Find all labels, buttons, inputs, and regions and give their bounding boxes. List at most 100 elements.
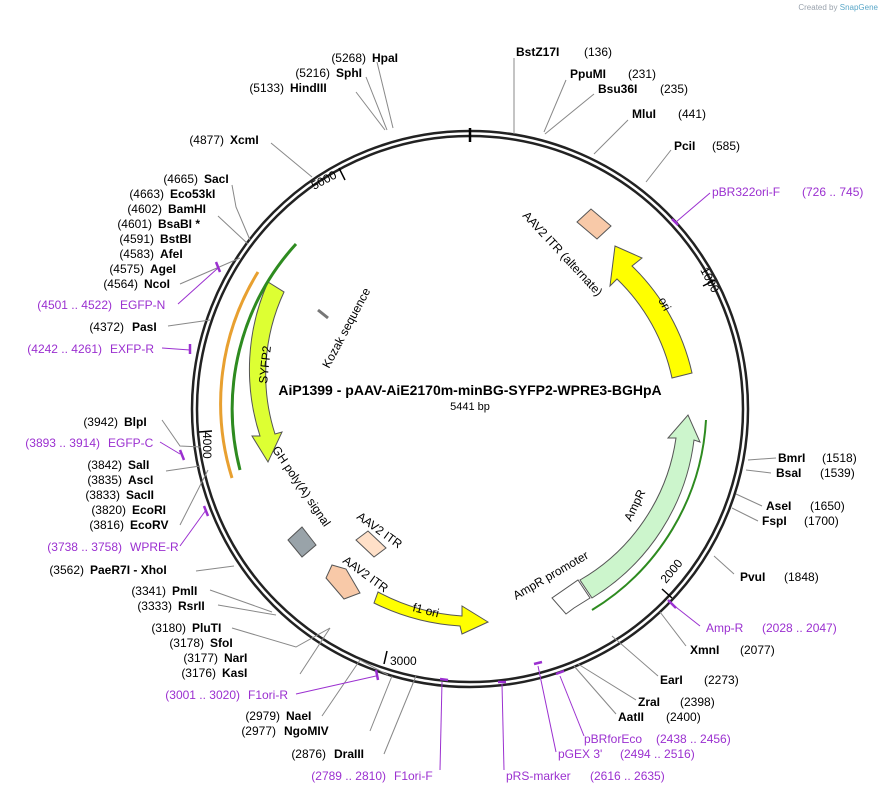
enzyme-pos-pasi: (4372) <box>89 320 124 334</box>
leader-ecorv <box>179 469 209 526</box>
enzyme-name-eari[interactable]: EarI <box>660 673 683 687</box>
enzyme-name-bsai[interactable]: BsaI <box>776 466 801 480</box>
enzyme-name-pmli[interactable]: PmlI <box>172 584 197 598</box>
kozak-feature[interactable] <box>317 308 329 320</box>
enzyme-name-sacii[interactable]: SacII <box>126 488 154 502</box>
enzyme-name-ngomiv[interactable]: NgoMIV <box>284 724 329 738</box>
ampr-label: AmpR <box>621 487 648 523</box>
enzyme-name-bstbi[interactable]: BstBI <box>160 232 191 246</box>
enzyme-name-ncoi[interactable]: NcoI <box>144 277 170 291</box>
enzyme-name-rsrii[interactable]: RsrII <box>178 599 205 613</box>
enzyme-name-hpai[interactable]: HpaI <box>372 51 398 65</box>
primer-markers <box>178 218 679 684</box>
leader-zrai <box>577 663 637 701</box>
enzyme-name-bsabi[interactable]: BsaBI * <box>158 217 200 231</box>
enzyme-name-pcii[interactable]: PciI <box>674 139 695 153</box>
enzyme-pos-asei: (1650) <box>810 499 845 513</box>
enzyme-name-xmni[interactable]: XmnI <box>690 643 719 657</box>
enzyme-pos-ncoi: (4564) <box>103 277 138 291</box>
tick-3000 <box>383 650 388 665</box>
enzyme-name-xhoi[interactable]: PaeR7I - XhoI <box>90 563 167 577</box>
enzyme-name-agei[interactable]: AgeI <box>150 262 176 276</box>
enzyme-pos-rsrii: (3333) <box>137 599 172 613</box>
leader-egfp-c <box>159 441 181 455</box>
enzyme-name-pasi[interactable]: PasI <box>132 320 157 334</box>
enzyme-name-pluti[interactable]: PluTI <box>192 621 221 635</box>
enzyme-name-saci[interactable]: SacI <box>204 172 229 186</box>
enzyme-name-blpi[interactable]: BlpI <box>124 415 147 429</box>
leader-xmni <box>659 611 687 647</box>
primer-name-pbr322ori-f[interactable]: pBR322ori-F <box>712 185 780 199</box>
enzyme-name-ecori[interactable]: EcoRI <box>132 503 166 517</box>
enzyme-pos-ecori: (3820) <box>91 503 126 517</box>
leader-amp-r <box>671 603 701 627</box>
primer-name-amp-r[interactable]: Amp-R <box>706 621 744 635</box>
enzyme-name-kasi[interactable]: KasI <box>222 666 247 680</box>
enzyme-name-bamhi[interactable]: BamHI <box>168 202 206 216</box>
plasmid-size: 5441 bp <box>450 401 490 413</box>
ampr-promoter-feature[interactable] <box>551 579 591 615</box>
primer-name-egfp-n[interactable]: EGFP-N <box>120 298 165 312</box>
leader-bsu36i <box>544 93 595 135</box>
enzyme-name-sfoi[interactable]: SfoI <box>210 636 233 650</box>
enzyme-name-mlui[interactable]: MluI <box>632 107 656 121</box>
enzyme-pos-xhoi: (3562) <box>49 563 84 577</box>
marker-pbr322ori-f <box>671 218 679 226</box>
green-arc-left <box>230 242 298 471</box>
enzyme-pos-sphi: (5216) <box>295 66 330 80</box>
enzyme-name-aatii[interactable]: AatII <box>618 710 644 724</box>
enzyme-name-bstz17i[interactable]: BstZ17I <box>516 45 559 59</box>
aav2-itr-alternate-feature[interactable] <box>576 208 612 240</box>
leader-mlui <box>593 119 629 155</box>
enzyme-name-asei[interactable]: AseI <box>766 499 791 513</box>
primer-name-egfp-c[interactable]: EGFP-C <box>108 436 154 450</box>
bgh-polya-feature[interactable] <box>287 526 317 558</box>
primer-name-f1ori-f[interactable]: F1ori-F <box>394 769 433 783</box>
enzyme-name-nari[interactable]: NarI <box>224 651 247 665</box>
primer-name-exfp-r[interactable]: EXFP-R <box>110 342 154 356</box>
enzyme-name-sphi[interactable]: SphI <box>336 66 362 80</box>
tick-label-3000: 3000 <box>390 654 417 668</box>
primer-name-prs-marker[interactable]: pRS-marker <box>506 769 571 783</box>
enzyme-name-ppumi[interactable]: PpuMI <box>570 67 606 81</box>
enzyme-name-hindiii[interactable]: HindIII <box>290 81 327 95</box>
leader-f1ori-r <box>295 675 377 695</box>
enzyme-pos-asci: (3835) <box>87 473 122 487</box>
enzyme-name-eco53ki[interactable]: Eco53kI <box>170 187 215 201</box>
primer-leader-lines <box>159 192 711 771</box>
f1-ori-feature[interactable] <box>373 591 490 635</box>
aav2-itr-upper-feature[interactable] <box>355 530 387 558</box>
enzyme-name-pvui[interactable]: PvuI <box>740 570 765 584</box>
primer-name-f1ori-r[interactable]: F1ori-R <box>248 688 288 702</box>
enzyme-pos-bamhi: (4602) <box>127 202 162 216</box>
enzyme-name-naei[interactable]: NaeI <box>286 709 311 723</box>
primer-name-pgex3[interactable]: pGEX 3' <box>558 747 602 761</box>
ampr-arrow-body[interactable] <box>579 414 701 599</box>
primer-name-pbrforeco[interactable]: pBRforEco <box>584 732 642 746</box>
enzyme-pos-bsai: (1539) <box>820 466 855 480</box>
enzyme-name-draiii[interactable]: DraIII <box>334 747 364 761</box>
primer-name-wpre-r[interactable]: WPRE-R <box>130 540 179 554</box>
enzyme-name-bsu36i[interactable]: Bsu36I <box>598 82 637 96</box>
enzyme-name-zrai[interactable]: ZraI <box>638 695 660 709</box>
enzyme-name-ecorv[interactable]: EcoRV <box>130 518 168 532</box>
enzyme-name-afei[interactable]: AfeI <box>160 247 183 261</box>
enzyme-name-xcmi[interactable]: XcmI <box>230 133 259 147</box>
aav2-itr-lower-feature[interactable] <box>325 564 361 600</box>
ori-feature[interactable] <box>609 245 693 379</box>
leader-xhoi <box>195 565 235 572</box>
syfp2-feature[interactable] <box>248 281 285 464</box>
enzyme-pos-saci: (4665) <box>163 172 198 186</box>
leader-pgex3 <box>537 665 557 753</box>
leader-asei <box>735 493 763 507</box>
enzyme-pos-pmli: (3341) <box>131 584 166 598</box>
primer-range-egfp-n: (4501 .. 4522) <box>37 298 112 312</box>
marker-egfp-c <box>178 449 186 461</box>
enzyme-pos-eco53ki: (4663) <box>129 187 164 201</box>
enzyme-name-asci[interactable]: AscI <box>128 473 153 487</box>
enzyme-name-sali[interactable]: SalI <box>128 458 149 472</box>
enzyme-name-fspi[interactable]: FspI <box>762 514 787 528</box>
enzyme-pos-pcii: (585) <box>712 139 740 153</box>
enzyme-name-bmri[interactable]: BmrI <box>778 451 805 465</box>
